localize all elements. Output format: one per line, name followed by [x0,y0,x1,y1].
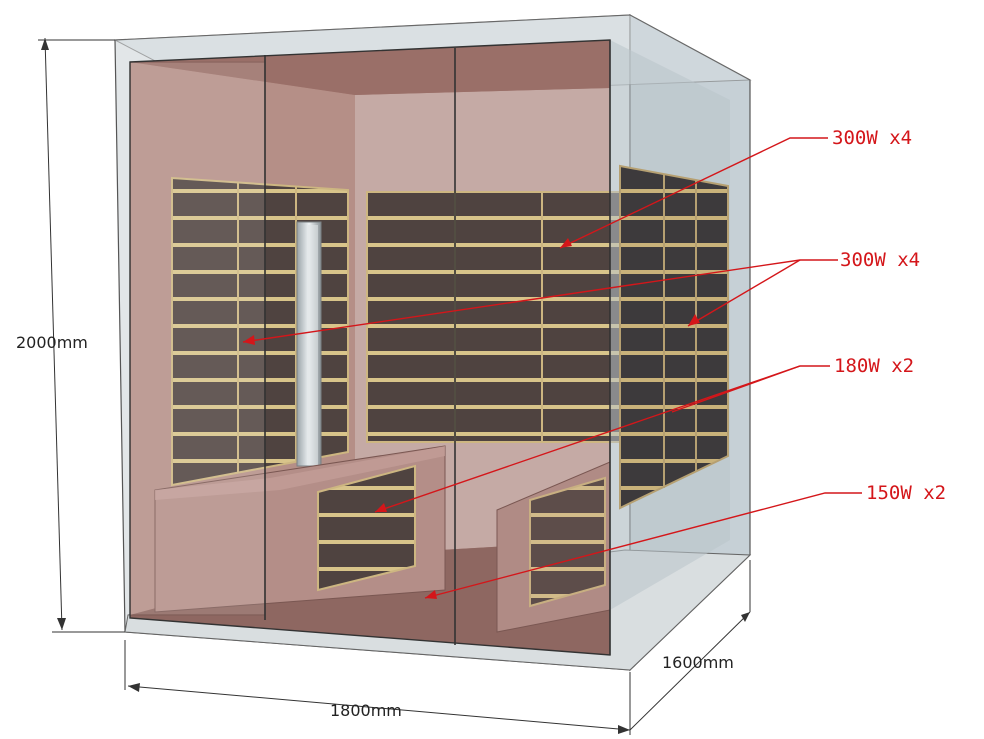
glass-front [129,39,611,656]
callout-label-3: 180W x2 [834,355,914,377]
heater-rear-wall [366,191,631,443]
callout-label-4: 150W x2 [866,482,946,504]
width-dimension: 1800mm [330,701,402,720]
callout-label-2: 300W x4 [840,249,920,271]
dimension-lines [38,37,751,735]
interior-ceiling [130,40,610,95]
callout-arrowheads [243,238,700,599]
height-dimension: 2000mm [16,333,88,352]
right-glass-side [610,40,730,610]
heater-right-side [619,164,729,510]
glass-panel-1 [129,61,266,616]
heater-bench-right [529,476,606,608]
interior-floor [130,540,610,655]
callout-leaders [242,137,862,599]
callout-label-1: 300W x4 [832,127,912,149]
bench-left-top [155,446,445,500]
heater-bench-left [317,464,416,592]
depth-dimension: 1600mm [662,653,734,672]
